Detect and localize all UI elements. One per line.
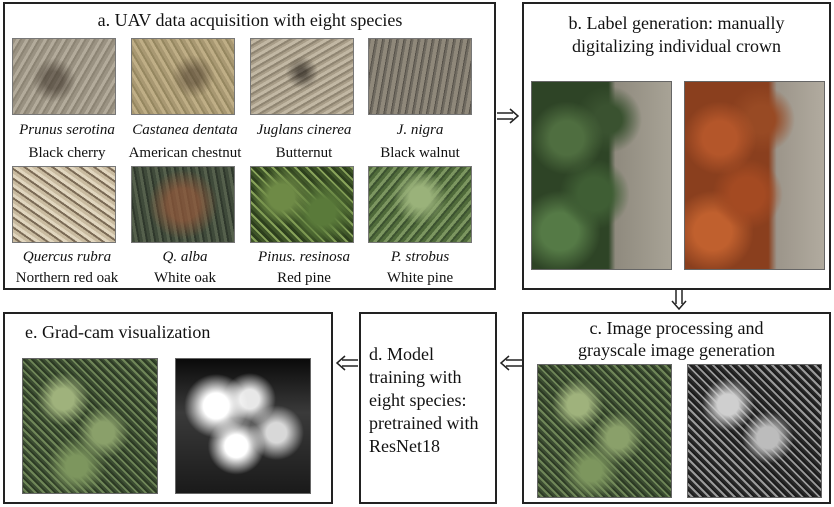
panel-c-image-processing: c. Image processing and grayscale image …: [522, 312, 831, 504]
white-oak-image: [131, 166, 235, 243]
species-sci-4: J. nigra: [396, 122, 444, 138]
species-common-5: Northern red oak: [15, 270, 119, 286]
northern-red-oak-image: [12, 166, 116, 243]
panel-d-line3: eight species:: [369, 390, 467, 410]
butternut-image: [250, 38, 354, 115]
species-sci-6: Q. alba: [162, 249, 208, 265]
species-common-2: American chestnut: [128, 145, 242, 161]
species-sci-2: Castanea dentata: [132, 122, 238, 138]
panel-a-uav-acquisition: a. UAV data acquisition with eight speci…: [3, 2, 496, 290]
pine-crown-color-image: [537, 364, 672, 498]
species-sci-3: Juglans cinerea: [256, 122, 352, 138]
arrow-d-to-e: [334, 353, 358, 373]
species-common-8: White pine: [386, 270, 454, 286]
forest-rgb-image: [531, 81, 672, 270]
species-common-4: Black walnut: [380, 145, 460, 161]
panel-c-title-line2: grayscale image generation: [578, 340, 775, 360]
species-sci-1: Prunus serotina: [19, 122, 115, 138]
panel-d-line1: d. Model: [369, 344, 434, 364]
gradcam-heatmap-image: [175, 358, 311, 494]
gradcam-input-image: [22, 358, 158, 494]
panel-b-title-line2: digitalizing individual crown: [572, 36, 781, 56]
arrow-a-to-b: [497, 106, 521, 126]
black-cherry-image: [12, 38, 116, 115]
pine-crown-grayscale-image: [687, 364, 822, 498]
red-pine-image: [250, 166, 354, 243]
panel-a-title: a. UAV data acquisition with eight speci…: [97, 10, 403, 30]
panel-e-gradcam: e. Grad-cam visualization: [3, 312, 333, 504]
species-common-1: Black cherry: [28, 145, 106, 161]
panel-d-line5: ResNet18: [369, 436, 440, 456]
white-pine-image: [368, 166, 472, 243]
digitized-crowns-image: [684, 81, 825, 270]
species-sci-8: P. strobus: [390, 249, 450, 265]
black-walnut-image: [368, 38, 472, 115]
arrow-b-to-c: [669, 290, 689, 312]
panel-c-title-line1: c. Image processing and: [589, 318, 764, 338]
panel-d-line4: pretrained with: [369, 413, 479, 433]
panel-d-line2: training with: [369, 367, 462, 387]
species-sci-5: Quercus rubra: [22, 249, 112, 265]
species-common-3: Butternut: [275, 145, 333, 161]
panel-e-title: e. Grad-cam visualization: [25, 322, 211, 342]
panel-b-title-line1: b. Label generation: manually: [568, 13, 785, 33]
panel-d-model-training: d. Model training with eight species: pr…: [359, 312, 497, 504]
panel-b-label-generation: b. Label generation: manually digitalizi…: [522, 2, 831, 290]
species-sci-7: Pinus. resinosa: [258, 249, 350, 265]
species-common-7: Red pine: [277, 270, 331, 286]
american-chestnut-image: [131, 38, 235, 115]
arrow-c-to-d: [498, 353, 522, 373]
species-common-6: White oak: [153, 270, 217, 286]
